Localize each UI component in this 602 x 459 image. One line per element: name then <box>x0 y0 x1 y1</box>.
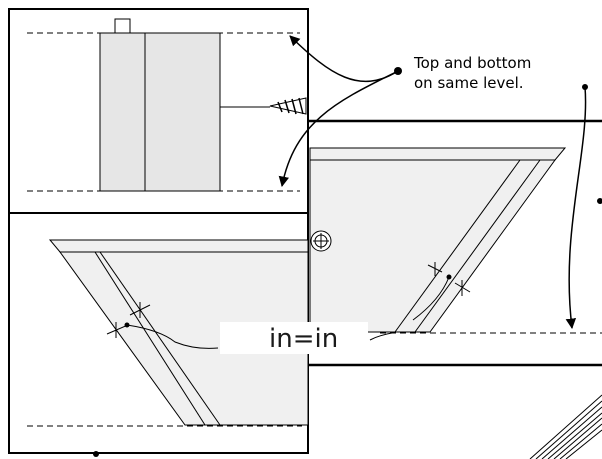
equal-distance-label: in=in <box>269 324 338 354</box>
top-left-panel <box>8 8 309 214</box>
cabinet-front-view <box>99 18 270 192</box>
equal-label-group: in=in <box>220 322 368 354</box>
right-slanted-panel <box>309 159 556 333</box>
crosshair-icon <box>310 230 332 252</box>
level-note: Top and bottom on same level. <box>413 54 531 92</box>
left-slanted-piece <box>48 239 309 253</box>
screw-icon <box>269 97 307 115</box>
right-measure-ticks <box>412 262 471 321</box>
hatched-slat <box>529 394 602 459</box>
left-measure-ticks <box>106 302 219 349</box>
right-board <box>308 119 602 367</box>
level-note-arrows <box>278 35 602 330</box>
bottom-reference-dot <box>93 451 99 457</box>
level-note-line-1: Top and bottom <box>413 54 531 72</box>
right-slanted-piece <box>309 147 567 161</box>
level-note-line-2: on same level. <box>414 74 524 92</box>
